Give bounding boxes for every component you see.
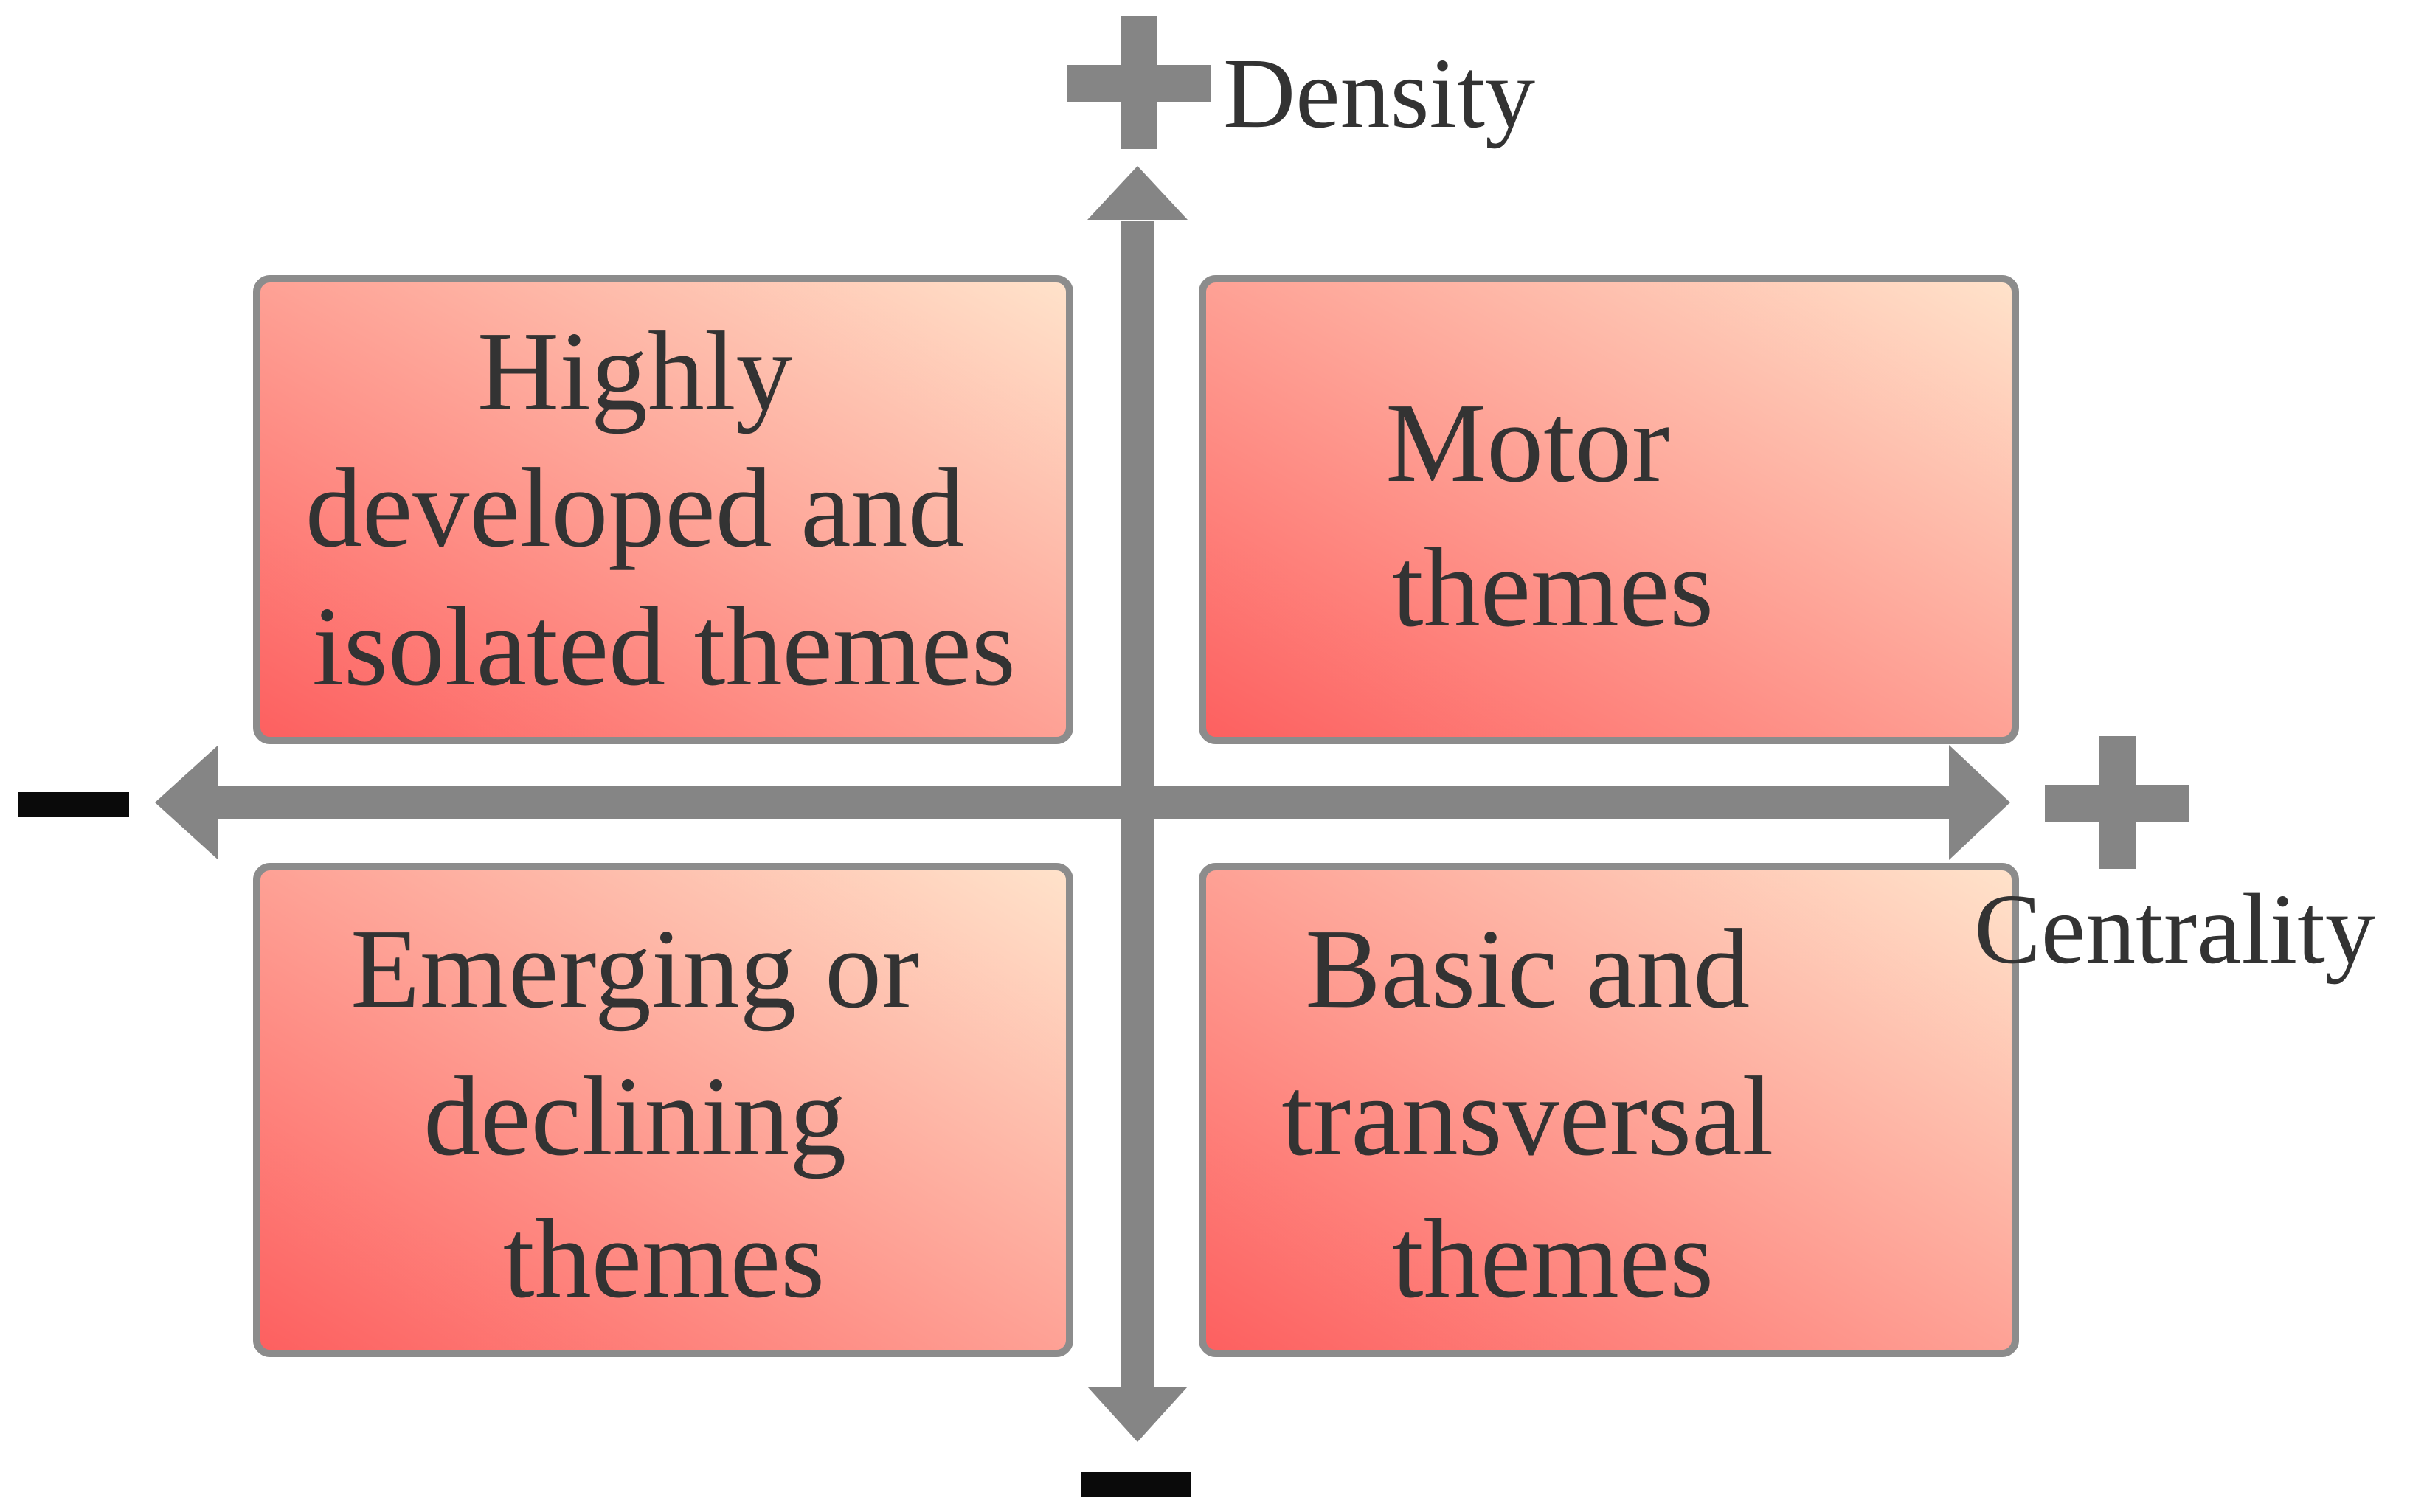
- quadrant-label-bottom-left: Emerging or declining themes: [350, 906, 948, 1322]
- quadrant-label-top-right: Motor themes: [1385, 381, 1714, 651]
- quadrant-line: themes: [1392, 1196, 1714, 1322]
- x-axis-line: [214, 786, 1962, 819]
- quadrant-box-bottom-left: [253, 863, 1073, 1357]
- quadrant-box-top-right: [1199, 275, 2019, 744]
- quadrant-label-bottom-right: Basic and transversal themes: [1281, 906, 1802, 1322]
- x-axis-arrow-right: [1949, 745, 2010, 860]
- quadrant-label-top-left: Highly developed and isolated themes: [305, 309, 1016, 710]
- y-axis-arrow-down: [1087, 1387, 1188, 1442]
- quadrant-line: Emerging or: [350, 906, 919, 1032]
- quadrant-box-top-left: [253, 275, 1073, 744]
- quadrant-line: Basic and: [1305, 906, 1750, 1032]
- minus-icon-left: [18, 792, 129, 817]
- x-axis-arrow-left: [155, 745, 218, 860]
- quadrant-line: developed and: [305, 445, 965, 571]
- y-axis-label: Density: [1223, 38, 1535, 149]
- quadrant-line: declining: [423, 1054, 846, 1179]
- quadrant-line: themes: [1392, 525, 1714, 651]
- plus-icon-right: [2045, 736, 2189, 869]
- axes: [155, 166, 2010, 1442]
- quadrant-line: Motor: [1385, 381, 1669, 506]
- plus-icon-top: [1067, 16, 1211, 149]
- minus-icon-bottom: [1081, 1472, 1191, 1497]
- x-axis-label: Centrality: [1974, 874, 2375, 985]
- quadrant-line: isolated themes: [312, 584, 1016, 710]
- quadrant-line: transversal: [1281, 1054, 1773, 1179]
- quadrant-line: Highly: [477, 309, 793, 434]
- quadrant-line: themes: [503, 1196, 825, 1322]
- y-axis-arrow-up: [1087, 166, 1188, 220]
- quadrant-box-bottom-right: [1199, 863, 2019, 1357]
